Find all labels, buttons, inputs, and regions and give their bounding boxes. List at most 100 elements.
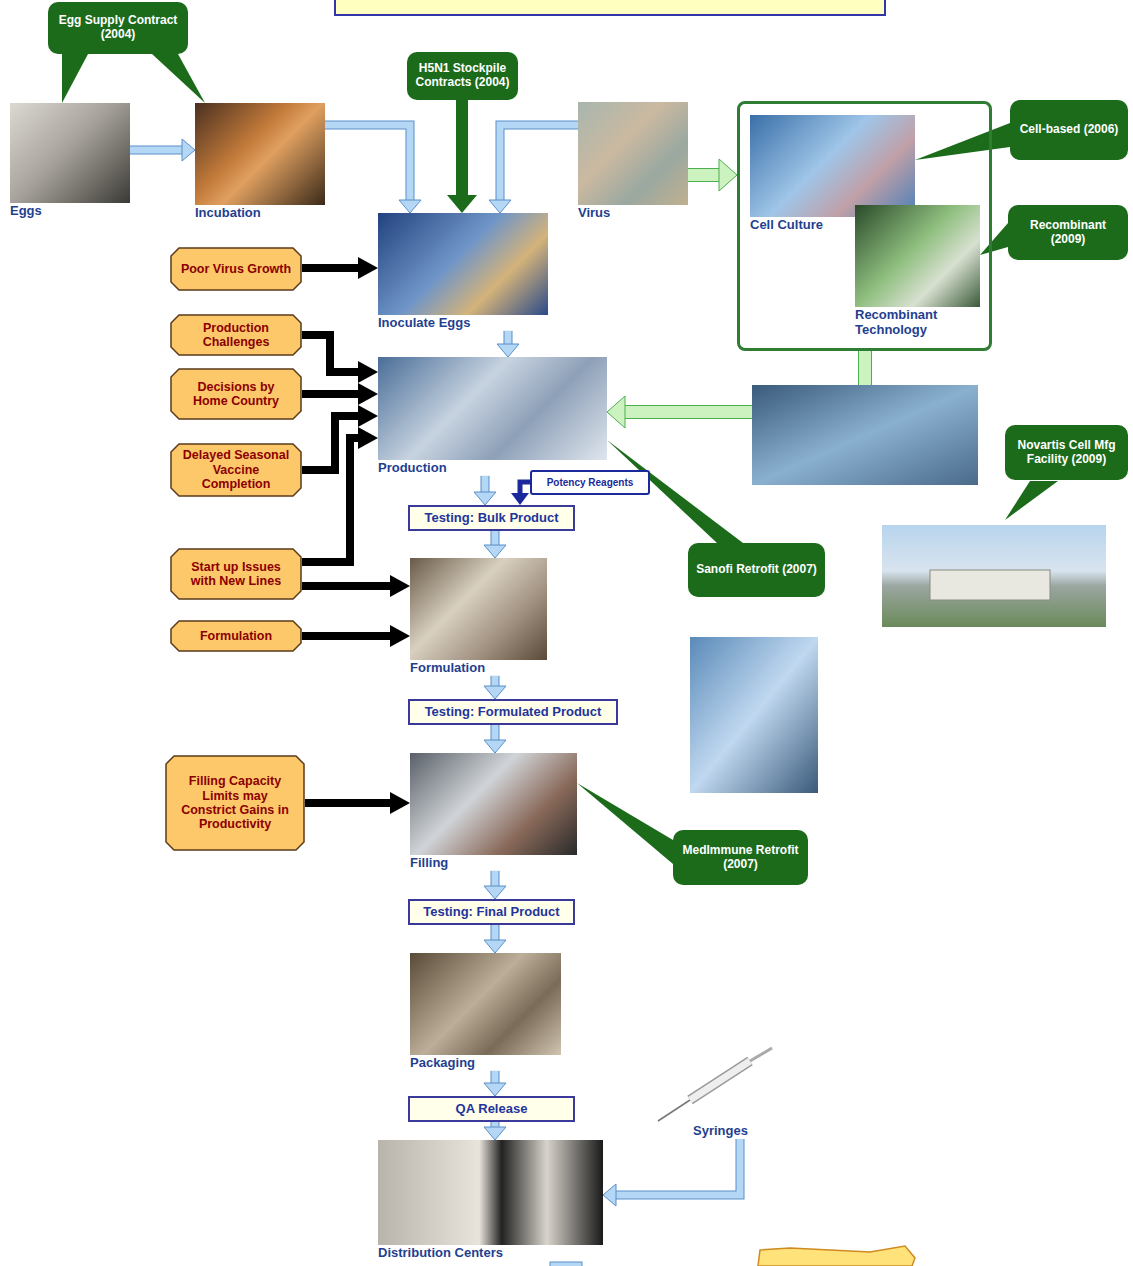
stage-photo	[378, 1140, 603, 1245]
stage-caption: Packaging	[410, 1056, 561, 1071]
arrow-shaft	[305, 799, 390, 807]
process-stage: Eggs	[10, 103, 130, 219]
syringe-icon	[650, 1045, 780, 1123]
arrow-outline	[481, 476, 490, 492]
arrow-shaft	[492, 531, 499, 545]
milestone-callout: Sanofi Retrofit (2007)	[688, 543, 825, 597]
node-label: Recombinant (2009)	[1014, 219, 1122, 247]
milestone-callout: Recombinant (2009)	[1008, 205, 1128, 260]
flow-arrow	[130, 139, 195, 161]
testing-step: Testing: Bulk Product	[408, 505, 575, 531]
flow-arrow	[688, 159, 737, 191]
process-stage: Production	[378, 357, 607, 476]
stage-photo	[410, 753, 577, 855]
arrow-shaft	[492, 725, 499, 740]
callout-pointer	[577, 783, 673, 864]
arrow-outline	[491, 871, 500, 886]
arrow-head	[390, 575, 410, 597]
node-label: Start up Issues with New Lines	[180, 560, 292, 589]
arrow-shaft	[325, 125, 410, 200]
arrow-head	[447, 195, 477, 213]
flow-arrow	[302, 427, 378, 562]
arrow-outline	[491, 1122, 500, 1127]
arrow-outline	[504, 331, 513, 344]
reagent-box: Potency Reagents	[530, 470, 650, 495]
syringe-needle	[658, 1100, 690, 1121]
testing-step: Testing: Formulated Product	[408, 699, 618, 725]
stage-photo	[578, 102, 688, 205]
syringe-barrel	[690, 1061, 750, 1100]
arrow-head	[497, 344, 519, 357]
milestone-callout: Novartis Cell Mfg Facility (2009)	[1005, 425, 1128, 480]
node-label: Sanofi Retrofit (2007)	[696, 563, 817, 577]
arrow-shaft	[492, 1071, 499, 1083]
issue-octagon: Formulation	[170, 620, 302, 652]
callout-tail	[1005, 481, 1058, 520]
medimmune-building-photo	[690, 637, 818, 793]
stage-photo	[378, 357, 607, 460]
octagon-shape	[171, 444, 301, 496]
arrow-outline	[325, 125, 410, 200]
arrow-head	[484, 686, 506, 699]
flow-arrow	[603, 1139, 740, 1206]
node-label: Egg Supply Contract (2004)	[54, 14, 182, 42]
stage-caption: Eggs	[10, 204, 130, 219]
stage-photo	[855, 205, 980, 307]
stage-photo	[10, 103, 130, 203]
syringe-barrel-edge	[690, 1061, 750, 1100]
arrow-outline	[616, 1139, 740, 1195]
process-stage: Recombinant Technology	[855, 205, 980, 338]
facility-building	[930, 570, 1050, 600]
arrow-head	[358, 405, 378, 427]
arrow-head	[511, 493, 529, 505]
arrow-head	[484, 740, 506, 753]
process-stage: Packaging	[410, 953, 561, 1071]
callout-tail	[980, 223, 1008, 255]
stage-caption: Filling	[410, 856, 577, 871]
octagon-shape	[171, 248, 301, 290]
node-label: Formulation	[200, 629, 272, 643]
stage-caption: Distribution Centers	[378, 1246, 603, 1261]
milestone-callout: MedImmune Retrofit (2007)	[673, 830, 808, 885]
callout-pointer	[915, 123, 1010, 160]
node-label: Decisions by Home Country	[180, 380, 292, 409]
flow-arrow	[302, 383, 378, 405]
node-label: Testing: Bulk Product	[424, 511, 558, 525]
arrow-shaft	[492, 871, 499, 886]
node-label: Filling Capacity Limits may Constrict Ga…	[175, 774, 295, 832]
flow-arrow	[484, 531, 506, 558]
stage-photo	[750, 115, 915, 217]
stage-photo	[195, 103, 325, 205]
node-label: Cell-based (2006)	[1020, 123, 1119, 137]
arrow-outline	[491, 725, 500, 740]
arrow-outline	[500, 125, 578, 200]
octagon-shape	[166, 756, 304, 850]
arrow-shaft	[520, 482, 530, 493]
milestone-callout: Egg Supply Contract (2004)	[48, 2, 188, 54]
process-stage: Incubation	[195, 103, 325, 221]
arrow-shaft	[616, 1139, 740, 1195]
stage-photo	[410, 953, 561, 1055]
issue-octagon: Delayed Seasonal Vaccine Completion	[170, 443, 302, 497]
testing-step: QA Release	[408, 1096, 575, 1122]
milestone-callout: Cell-based (2006)	[1010, 100, 1128, 160]
flow-arrow	[511, 482, 530, 505]
arrow-head	[390, 792, 410, 814]
stage-photo	[378, 213, 548, 315]
node-label: Poor Virus Growth	[181, 262, 291, 276]
node-label: Production Challenges	[180, 321, 292, 350]
arrow-head	[607, 396, 625, 428]
arrow-head	[474, 492, 496, 505]
flow-arrow	[447, 100, 477, 213]
arrow-head	[358, 383, 378, 405]
arrow-head	[484, 1083, 506, 1096]
stage-caption: Formulation	[410, 661, 547, 676]
issue-octagon: Decisions by Home Country	[170, 368, 302, 420]
arrow-shaft	[492, 925, 499, 940]
arrow-outline	[491, 531, 500, 545]
flow-arrow	[484, 925, 506, 953]
flow-arrow	[484, 725, 506, 753]
flow-arrow	[484, 1122, 506, 1140]
flow-arrow	[484, 871, 506, 899]
